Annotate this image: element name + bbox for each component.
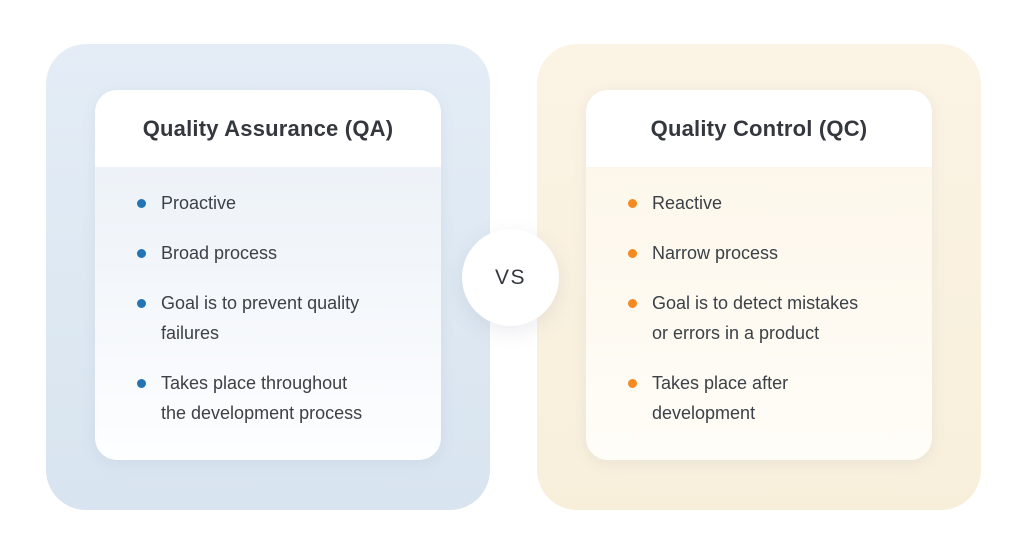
list-item: Broad process <box>137 238 413 268</box>
list-item-text: Takes place after development <box>652 373 789 423</box>
list-item: Goal is to detect mistakes or errors in … <box>628 288 904 348</box>
bullet-dot-icon <box>628 249 637 258</box>
qa-card-title: Quality Assurance (QA) <box>142 115 394 141</box>
list-item: Proactive <box>137 188 413 218</box>
list-item-text: Narrow process <box>652 243 779 263</box>
vs-badge-label: VS <box>494 265 526 289</box>
list-item: Narrow process <box>628 238 904 268</box>
qa-panel: Quality Assurance (QA) Proactive Broad p… <box>46 44 490 510</box>
bullet-dot-icon <box>137 199 146 208</box>
list-item-text: Goal is to detect mistakes or errors in … <box>652 293 859 343</box>
list-item: Goal is to prevent quality failures <box>137 288 413 348</box>
qa-card: Quality Assurance (QA) Proactive Broad p… <box>95 90 441 460</box>
vs-badge: VS <box>462 229 559 326</box>
bullet-dot-icon <box>137 249 146 258</box>
bullet-dot-icon <box>628 299 637 308</box>
qa-card-body: Proactive Broad process Goal is to preve… <box>95 167 441 460</box>
list-item-text: Goal is to prevent quality failures <box>161 293 360 343</box>
qc-card-title: Quality Control (QC) <box>650 115 868 141</box>
list-item: Takes place after development <box>628 368 904 428</box>
qa-card-header: Quality Assurance (QA) <box>95 90 441 167</box>
bullet-dot-icon <box>137 379 146 388</box>
bullet-dot-icon <box>628 199 637 208</box>
qc-list: Reactive Narrow process Goal is to detec… <box>628 188 904 428</box>
list-item: Takes place throughout the development p… <box>137 368 413 428</box>
list-item-text: Broad process <box>161 243 278 263</box>
qc-card-body: Reactive Narrow process Goal is to detec… <box>586 167 932 460</box>
qc-panel: Quality Control (QC) Reactive Narrow pro… <box>537 44 981 510</box>
list-item: Reactive <box>628 188 904 218</box>
bullet-dot-icon <box>628 379 637 388</box>
bullet-dot-icon <box>137 299 146 308</box>
list-item-text: Reactive <box>652 193 723 213</box>
list-item-text: Proactive <box>161 193 237 213</box>
list-item-text: Takes place throughout the development p… <box>161 373 363 423</box>
qa-list: Proactive Broad process Goal is to preve… <box>137 188 413 428</box>
qc-card-header: Quality Control (QC) <box>586 90 932 167</box>
qc-card: Quality Control (QC) Reactive Narrow pro… <box>586 90 932 460</box>
